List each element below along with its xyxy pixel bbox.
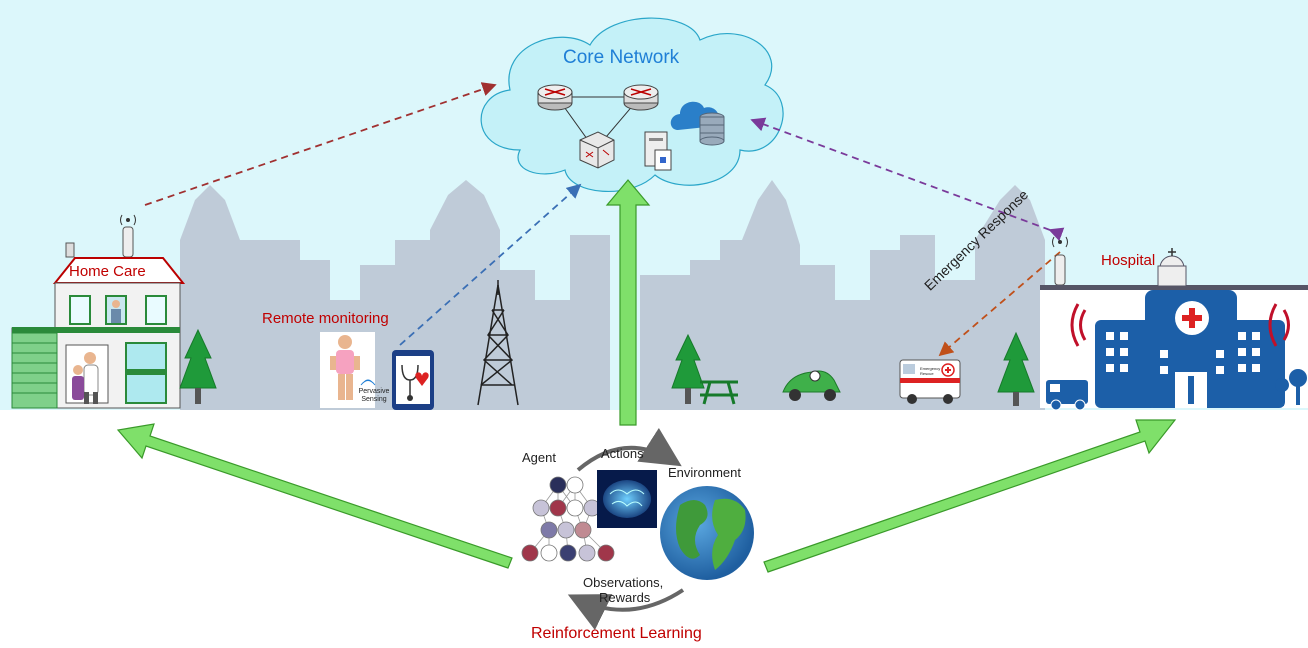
patient-figure xyxy=(72,365,84,400)
home-care-house xyxy=(11,242,186,409)
neural-network-icon xyxy=(521,476,615,562)
remote-monitoring-label: Remote monitoring xyxy=(262,310,389,327)
switch-icon xyxy=(579,131,615,169)
antenna-icon xyxy=(120,214,136,258)
hospital-core-arrow xyxy=(750,117,1065,242)
picnic-table-icon xyxy=(700,380,738,405)
resident-in-window xyxy=(111,300,121,323)
tree-icon xyxy=(671,333,705,404)
transmission-tower-icon xyxy=(477,280,519,406)
medical-tablet-icon xyxy=(392,350,434,410)
router-icon xyxy=(537,84,573,111)
rl-to-home-care-arrow xyxy=(116,423,513,569)
observations-loop-arrow xyxy=(567,588,685,631)
actions-label: Actions xyxy=(601,446,644,461)
home-care-label: Home Care xyxy=(69,263,146,280)
rl-to-hospital-arrow xyxy=(763,419,1177,573)
hospital-label: Hospital xyxy=(1101,252,1156,269)
antenna-icon xyxy=(1052,236,1068,286)
neural-network-links xyxy=(529,484,607,554)
agent-label: Agent xyxy=(522,450,556,465)
hospital-building xyxy=(1040,248,1308,411)
actions-loop-arrow xyxy=(576,427,682,472)
monitoring-to-core-arrow xyxy=(399,183,582,346)
ambulance-icon xyxy=(899,359,961,404)
car-icon xyxy=(782,370,841,401)
core-network-label: Core Network xyxy=(563,47,680,68)
emergency-response-arrow xyxy=(938,251,1061,357)
green-arrows xyxy=(116,179,1177,573)
monitored-person-figure xyxy=(320,332,376,408)
rewards-label: Rewards xyxy=(599,590,651,605)
router-icon xyxy=(623,84,659,111)
tree-icon xyxy=(179,328,217,404)
tree-icon xyxy=(997,331,1035,406)
brain-icon xyxy=(597,470,657,528)
rl-to-core-arrow xyxy=(605,179,651,426)
caregiver-figure xyxy=(83,352,99,404)
ambulance-text: Emergency Rescue xyxy=(920,366,941,376)
homecare-to-core-arrow xyxy=(144,82,497,206)
environment-label: Environment xyxy=(668,465,741,480)
globe-icon xyxy=(660,486,754,580)
cloud-database-icon xyxy=(670,101,725,146)
reinforcement-learning-label: Reinforcement Learning xyxy=(531,625,702,642)
server-icon xyxy=(644,131,672,171)
pervasive-sensing-label: Pervasive Sensing xyxy=(358,388,390,403)
observations-label: Observations, xyxy=(583,575,664,590)
